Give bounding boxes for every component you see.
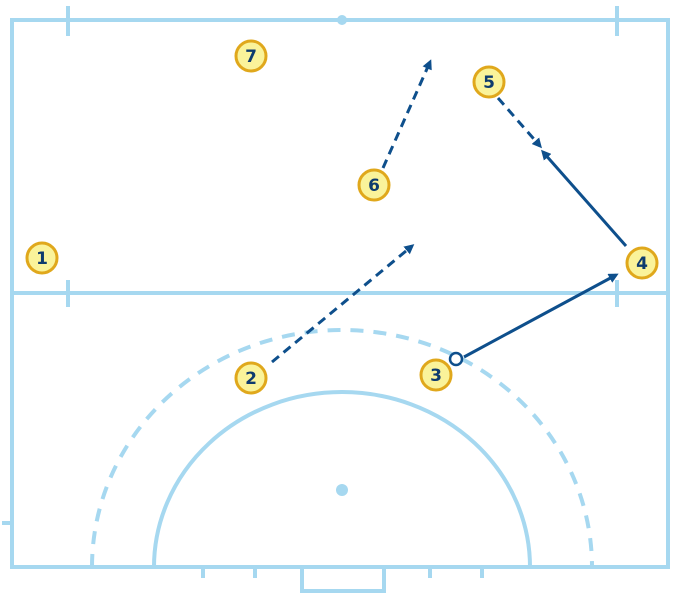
player-3: 3 [419, 358, 453, 392]
player-4: 4 [625, 246, 659, 280]
player-2-label: 2 [245, 369, 257, 389]
player-6-label: 6 [368, 176, 380, 196]
player-1: 1 [25, 241, 59, 275]
penalty-mark [336, 484, 348, 496]
top-center-dot [337, 15, 347, 25]
player-7: 7 [234, 39, 268, 73]
movement-2-arrow [271, 244, 415, 364]
movement-6-arrow [381, 59, 432, 169]
pass-3-to-4-arrow [463, 273, 619, 359]
player-5: 5 [472, 65, 506, 99]
player-2: 2 [234, 361, 268, 395]
goal-area-line [152, 390, 532, 568]
player-6: 6 [357, 168, 391, 202]
free-throw-line [90, 328, 594, 568]
player-1-label: 1 [36, 249, 48, 269]
goal [300, 565, 386, 593]
court [2, 6, 670, 593]
movements [271, 59, 628, 364]
pass-4-forward-arrow [541, 149, 628, 247]
movement-5-arrow [496, 97, 542, 149]
ball [448, 351, 464, 367]
player-7-label: 7 [245, 47, 257, 67]
player-3-label: 3 [430, 366, 442, 386]
player-4-label: 4 [636, 254, 648, 274]
player-5-label: 5 [483, 73, 495, 93]
